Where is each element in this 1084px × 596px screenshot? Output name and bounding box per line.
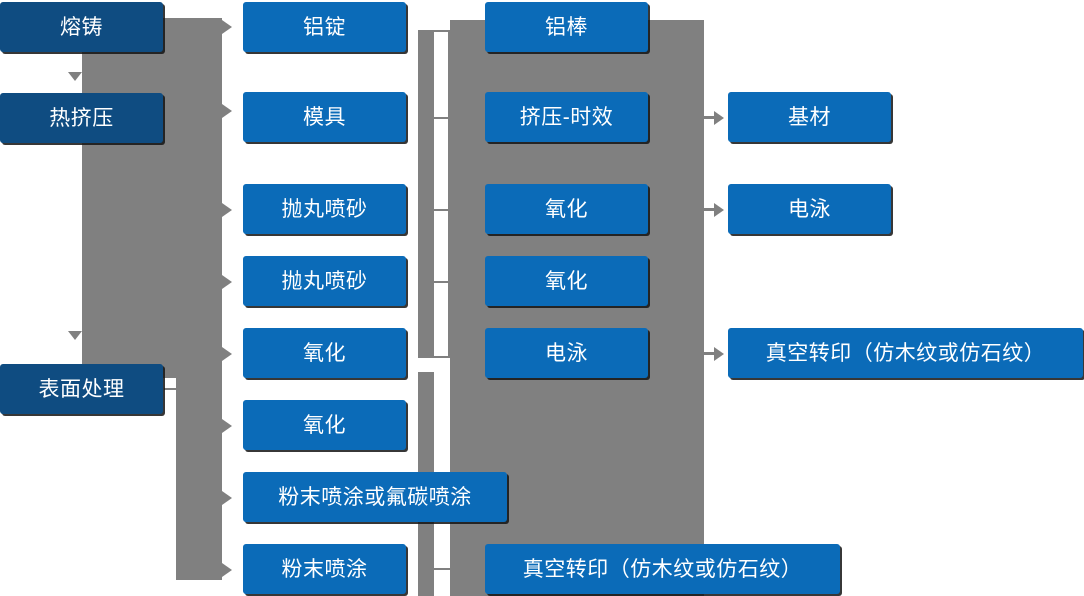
process1-box-shot-blasting-1[interactable]: 抛丸喷砂 — [243, 184, 406, 234]
process1-label-oxidation-1: 氧化 — [303, 341, 346, 365]
process1-box-shot-blasting-2[interactable]: 抛丸喷砂 — [243, 256, 406, 306]
arrow-to-p1-shot-blasting-2 — [222, 275, 232, 289]
bracket-stub-5 — [433, 356, 450, 358]
down-arrow-to-hot-extrusion — [68, 72, 82, 81]
arrow-to-p3-vacuum-transfer — [714, 347, 724, 361]
process2-box-extrusion-aging[interactable]: 挤压-时效 — [485, 92, 648, 142]
bracket-stub-1 — [433, 30, 450, 32]
bracket-stub-6 — [433, 568, 450, 570]
bracket-stub-2 — [433, 117, 450, 119]
process1-box-aluminum-ingot[interactable]: 铝锭 — [243, 2, 406, 52]
arrow-to-p1-shot-blasting-1 — [222, 203, 232, 217]
process3-label-electrophoresis: 电泳 — [788, 197, 831, 221]
process1-box-powder-or-pvdf[interactable]: 粉末喷涂或氟碳喷涂 — [243, 472, 507, 522]
arrow-to-p3-electrophoresis — [714, 203, 724, 217]
process1-box-oxidation-2[interactable]: 氧化 — [243, 400, 406, 450]
process1-label-mould: 模具 — [303, 105, 346, 129]
process2-box-electrophoresis[interactable]: 电泳 — [485, 328, 648, 378]
process3-box-vacuum-transfer[interactable]: 真空转印（仿木纹或仿石纹） — [728, 328, 1083, 378]
process1-box-mould[interactable]: 模具 — [243, 92, 406, 142]
arrow-to-p1-powder-coating — [222, 563, 232, 577]
arrow-to-p1-oxidation-1 — [222, 347, 232, 361]
process1-label-aluminum-ingot: 铝锭 — [303, 15, 346, 39]
process1-box-oxidation-1[interactable]: 氧化 — [243, 328, 406, 378]
process2-label-oxidation-2: 氧化 — [545, 269, 588, 293]
stage-box-surface-treatment[interactable]: 表面处理 — [0, 364, 163, 414]
process2-label-aluminum-bar: 铝棒 — [545, 15, 588, 39]
arrow-to-p3-substrate — [714, 111, 724, 125]
trunk-stage-to-process1-lower — [176, 18, 222, 580]
arrow-to-p1-aluminum-ingot — [222, 20, 232, 34]
stage-box-melt-cast[interactable]: 熔铸 — [0, 2, 163, 52]
stage-label-hot-extrusion: 热挤压 — [49, 106, 114, 130]
stage-box-hot-extrusion[interactable]: 热挤压 — [0, 93, 163, 143]
process3-box-substrate[interactable]: 基材 — [728, 92, 891, 142]
process1-box-powder-coating[interactable]: 粉末喷涂 — [243, 544, 406, 594]
process3-label-vacuum-transfer: 真空转印（仿木纹或仿石纹） — [765, 341, 1046, 365]
arrow-to-p1-mould — [222, 104, 232, 118]
stage-label-surface-treatment: 表面处理 — [38, 377, 125, 401]
bracket-stub-3 — [433, 209, 450, 211]
trunk-process1-to-process2-upper — [418, 30, 434, 358]
stub-surface-treatment — [164, 388, 186, 390]
process2-label-vacuum-transfer: 真空转印（仿木纹或仿石纹） — [522, 557, 803, 581]
process2-label-electrophoresis: 电泳 — [545, 341, 588, 365]
process2-label-oxidation-1: 氧化 — [545, 197, 588, 221]
process2-box-oxidation-1[interactable]: 氧化 — [485, 184, 648, 234]
process2-box-aluminum-bar[interactable]: 铝棒 — [485, 2, 648, 52]
arrowstem-to-p3-substrate — [704, 116, 718, 119]
process2-box-vacuum-transfer[interactable]: 真空转印（仿木纹或仿石纹） — [485, 544, 840, 594]
down-arrow-to-surface-treatment — [68, 331, 82, 340]
arrowstem-to-p3-electrophoresis — [704, 208, 718, 211]
process1-label-oxidation-2: 氧化 — [303, 413, 346, 437]
process1-label-powder-coating: 粉末喷涂 — [281, 557, 368, 581]
process2-box-oxidation-2[interactable]: 氧化 — [485, 256, 648, 306]
arrow-to-p1-oxidation-2 — [222, 419, 232, 433]
process3-box-electrophoresis[interactable]: 电泳 — [728, 184, 891, 234]
arrow-to-p1-powder-or-pvdf — [222, 491, 232, 505]
process1-label-shot-blasting-2: 抛丸喷砂 — [281, 269, 368, 293]
bracket-stub-4 — [433, 281, 450, 283]
process1-label-shot-blasting-1: 抛丸喷砂 — [281, 197, 368, 221]
bracket-vertical-upper — [448, 30, 450, 358]
stage-label-melt-cast: 熔铸 — [60, 15, 103, 39]
process1-label-powder-or-pvdf: 粉末喷涂或氟碳喷涂 — [278, 485, 472, 509]
process2-label-extrusion-aging: 挤压-时效 — [519, 105, 614, 129]
arrowstem-to-p3-vacuum-transfer — [704, 352, 718, 355]
process3-label-substrate: 基材 — [788, 105, 831, 129]
